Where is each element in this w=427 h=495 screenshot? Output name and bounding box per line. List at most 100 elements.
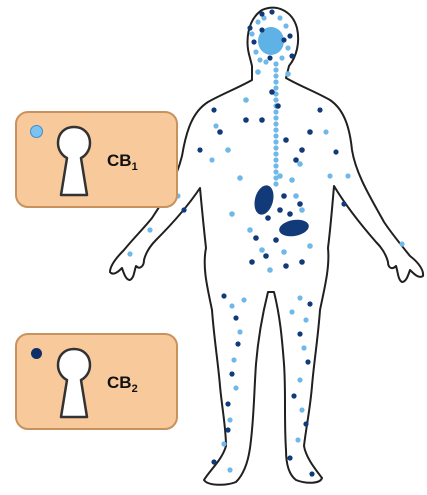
cb2-dot — [259, 117, 265, 123]
keyhole-icon — [55, 125, 93, 197]
cb2-dot — [225, 401, 230, 406]
cb1-dot — [273, 145, 278, 150]
cb1-dot — [273, 139, 278, 144]
cb2-dot — [181, 207, 186, 212]
cb1-dot — [259, 247, 265, 253]
cb1-dot — [243, 97, 249, 103]
cb1-dot — [297, 161, 303, 167]
cb2-dot — [307, 129, 313, 135]
cb2-dot — [297, 201, 303, 207]
cb2-dot — [251, 39, 256, 44]
cb1-dot — [237, 329, 242, 334]
cb1-dot — [263, 59, 268, 64]
cb1-dot — [209, 157, 214, 162]
cb1-dot — [127, 251, 132, 256]
cb1-dot — [237, 175, 243, 181]
cb2-dot — [333, 149, 338, 154]
cb1-dot — [273, 151, 278, 156]
cb1-dot — [295, 437, 300, 442]
cb1-dot — [273, 127, 278, 132]
cb1-dot — [273, 169, 278, 174]
cb1-dot — [289, 309, 294, 314]
cb2-dot — [259, 27, 264, 32]
cb1-dot — [399, 241, 404, 246]
cb1-dot — [281, 249, 287, 255]
cb1-dot — [289, 177, 295, 183]
cb1-dot — [213, 123, 218, 128]
cb2-dot — [341, 201, 346, 206]
cb1-dot — [273, 121, 278, 126]
cb1-dot — [303, 317, 308, 322]
cb1-dot — [273, 97, 278, 102]
cb1-dot — [279, 55, 284, 60]
cb2-dot — [289, 53, 294, 58]
cb2-dot — [249, 259, 255, 265]
cb1-dot — [293, 193, 299, 199]
cb2-dot — [235, 341, 240, 346]
cb1-dot — [273, 73, 278, 78]
cb1-dot — [285, 71, 291, 77]
cb1-label: CB1 — [107, 151, 138, 173]
cb2-color-dot — [31, 348, 42, 359]
cb1-dot — [327, 173, 332, 178]
cb1-dot — [229, 211, 235, 217]
cb2-dot — [273, 237, 279, 243]
cb1-dot — [267, 267, 273, 273]
cb2-dot — [211, 107, 216, 112]
cb1-dot — [225, 147, 231, 153]
cb1-dot — [253, 49, 258, 54]
cb2-dot — [283, 137, 289, 143]
cb2-dot — [299, 147, 305, 153]
cb1-dot — [231, 357, 236, 362]
cb1-dot — [233, 385, 238, 390]
cb1-dot — [273, 181, 278, 186]
cb1-dot — [273, 61, 278, 66]
cb2-dot — [291, 393, 296, 398]
cb2-dot — [263, 253, 269, 259]
cb1-receptor-panel: CB1 — [15, 111, 178, 208]
cb2-dot — [265, 215, 271, 221]
cb1-dot — [255, 69, 261, 75]
cb2-dot — [305, 359, 310, 364]
cb1-dot — [285, 45, 290, 50]
cb2-dot — [293, 157, 299, 163]
cb1-dot — [307, 243, 313, 249]
cb2-dot — [303, 421, 308, 426]
cb1-dot — [255, 19, 260, 24]
cb1-dot — [297, 295, 302, 300]
cb1-dot — [273, 157, 278, 162]
cb2-dot — [259, 11, 264, 16]
cb2-dot — [221, 293, 226, 298]
cb2-dot — [277, 207, 283, 213]
cb2-dot — [287, 455, 292, 460]
cb1-dot — [345, 173, 350, 178]
cb2-dot — [269, 89, 275, 95]
cb2-dot — [283, 263, 289, 269]
cb2-receptor-panel: CB2 — [15, 333, 178, 430]
cb2-dot — [233, 315, 238, 320]
keyhole-icon — [55, 347, 93, 419]
cb1-dot — [221, 441, 226, 446]
cb1-dot — [301, 345, 306, 350]
cb2-dot — [217, 129, 223, 135]
cb2-dot — [225, 427, 230, 432]
cb1-dot — [249, 31, 254, 36]
cb1-dot — [323, 129, 328, 134]
cb1-dot — [273, 85, 278, 90]
cb1-dot — [283, 23, 288, 28]
cb2-dot — [309, 471, 314, 476]
cb2-dot — [275, 103, 281, 109]
cb2-dot — [267, 55, 272, 60]
cb2-dot — [253, 235, 259, 241]
cb1-dot — [241, 297, 246, 302]
cb2-dot — [307, 301, 312, 306]
cb1-dot — [229, 303, 234, 308]
cb2-dot — [197, 147, 202, 152]
cb2-dot — [297, 331, 302, 336]
cb1-dot — [227, 467, 232, 472]
cb2-dot — [211, 459, 216, 464]
cb1-dot — [299, 207, 305, 213]
cb2-label: CB2 — [107, 373, 138, 395]
cb1-color-dot — [31, 126, 42, 137]
